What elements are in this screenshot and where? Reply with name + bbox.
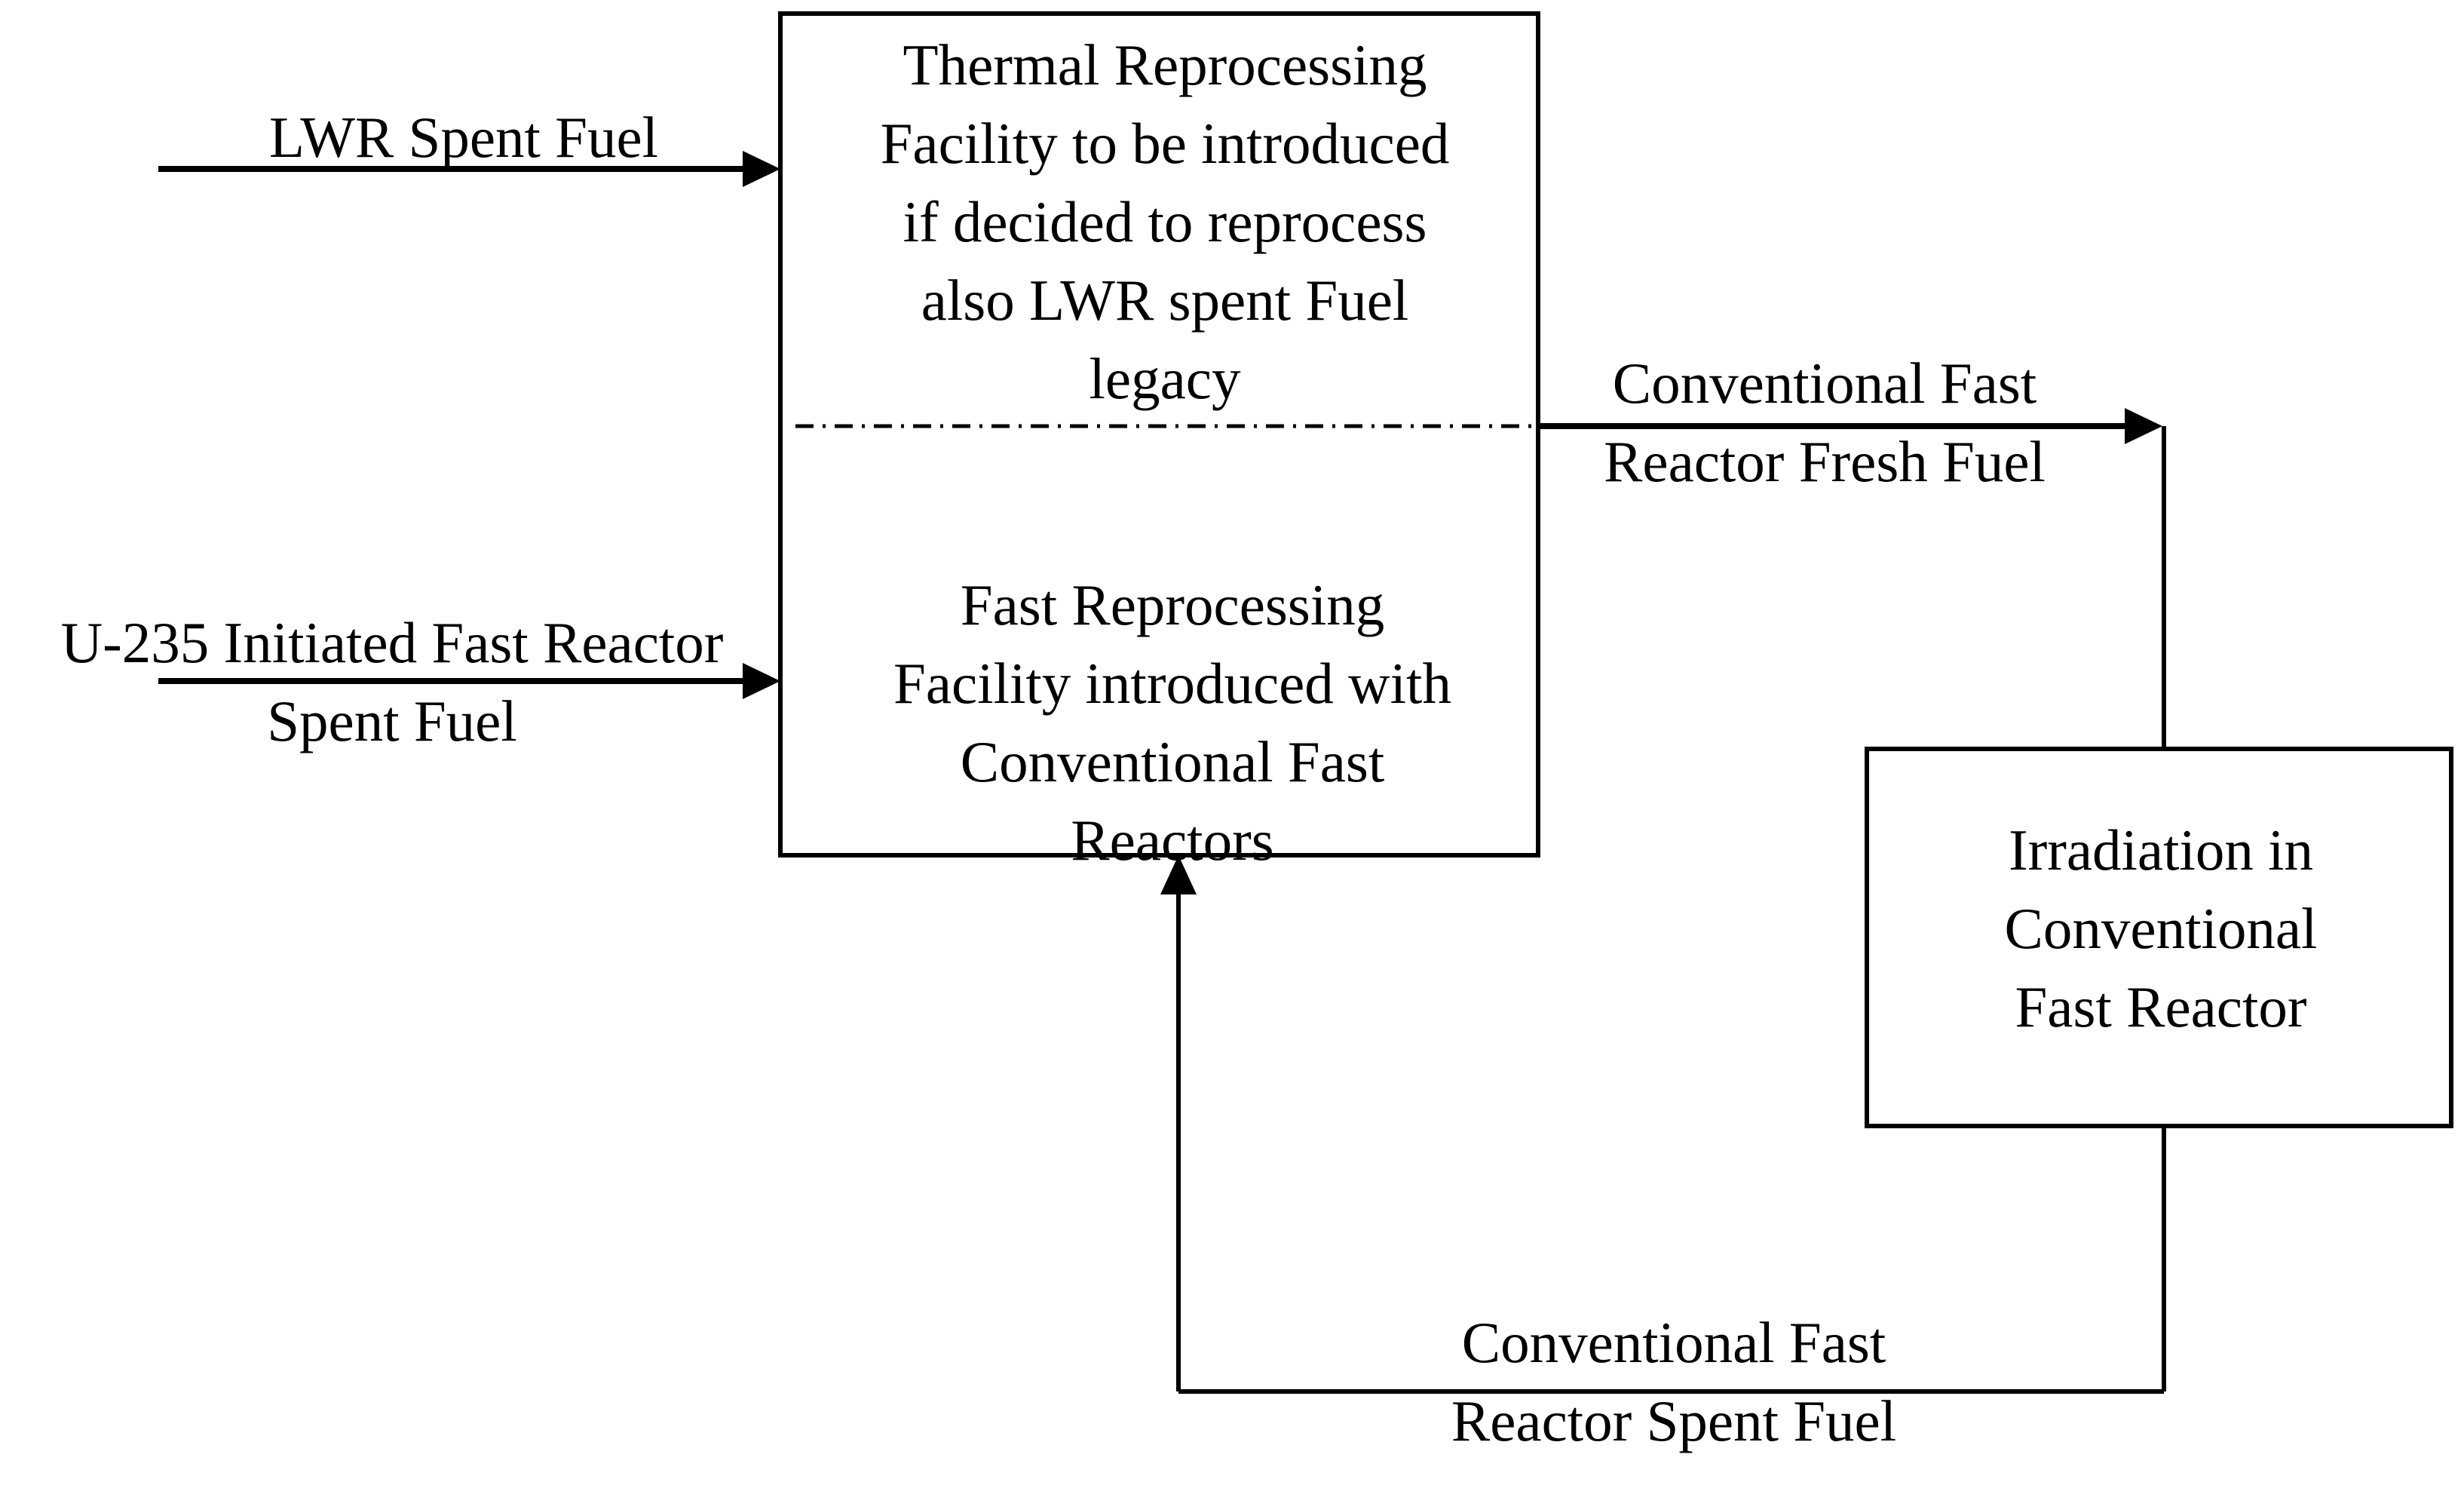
label-line: Conventional <box>2004 896 2318 961</box>
label-line: Reactor Fresh Fuel <box>1604 429 2046 494</box>
label-line: Thermal Reprocessing <box>903 32 1427 97</box>
label-line: also LWR spent Fuel <box>921 268 1409 333</box>
u235-spent-fuel-arrowhead <box>743 663 780 699</box>
irradiation-label: Irradiation in Conventional Fast Reactor <box>1867 811 2455 1046</box>
reprocessing-facility-box <box>778 11 1540 858</box>
label-line: Reactors <box>1071 808 1274 873</box>
label-line: Reactor Spent Fuel <box>1451 1388 1897 1453</box>
label-line: U-235 Initiated Fast Reactor <box>60 610 724 675</box>
spent-fuel-label: Conventional Fast Reactor Spent Fuel <box>1380 1303 1968 1460</box>
label-line: Facility to be introduced <box>880 111 1450 176</box>
thermal-reprocessing-facility-label: Thermal Reprocessing Facility to be intr… <box>784 26 1546 418</box>
lwr-spent-fuel-arrowhead <box>743 151 780 187</box>
u235-spent-fuel-label: U-235 Initiated Fast Reactor Spent Fuel <box>0 603 784 760</box>
label-line: Fast Reprocessing <box>960 572 1385 637</box>
lwr-spent-fuel-label: LWR Spent Fuel <box>113 98 814 176</box>
spent-fuel-up-arrowhead <box>1160 855 1197 894</box>
label-line: legacy <box>1089 346 1241 411</box>
label-line: Conventional Fast <box>1612 351 2037 416</box>
label-line: Conventional Fast <box>960 729 1385 794</box>
label-line: Spent Fuel <box>267 689 517 753</box>
fresh-fuel-label: Conventional Fast Reactor Fresh Fuel <box>1531 344 2119 501</box>
label-line: Irradiation in <box>2008 818 2314 882</box>
fresh-fuel-arrowhead <box>2125 408 2162 444</box>
label-line: if decided to reprocess <box>903 189 1427 254</box>
label-line: Fast Reactor <box>2015 974 2307 1039</box>
label-line: Conventional Fast <box>1461 1310 1886 1375</box>
label-line: LWR Spent Fuel <box>268 105 659 170</box>
fast-reprocessing-facility-label: Fast Reprocessing Facility introduced wi… <box>784 566 1561 879</box>
label-line: Facility introduced with <box>893 651 1451 716</box>
irradiation-box <box>1865 747 2453 1128</box>
